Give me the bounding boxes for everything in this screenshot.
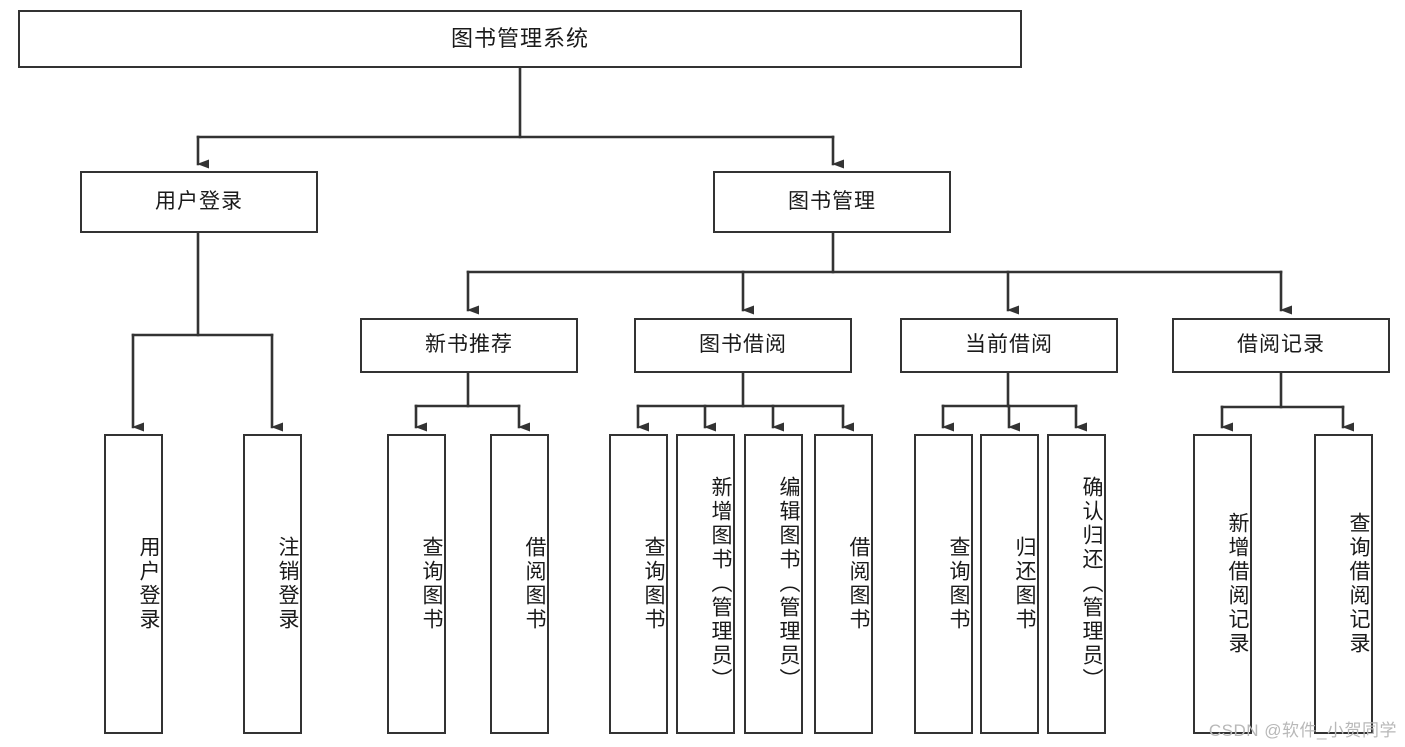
node-label: 查询借阅记录 xyxy=(1347,512,1370,656)
node-leaf-user-login[interactable]: 用户登录 xyxy=(104,434,163,734)
node-label: 用户登录 xyxy=(137,536,160,632)
node-label: 查询图书 xyxy=(420,536,443,632)
node-book-borrow[interactable]: 图书借阅 xyxy=(634,318,852,373)
node-root-system[interactable]: 图书管理系统 xyxy=(18,10,1022,68)
node-label: 用户登录 xyxy=(155,189,243,213)
node-label: 图书管理系统 xyxy=(450,26,589,52)
node-leaf-confirm-return-admin[interactable]: 确认归还（管理员） xyxy=(1047,434,1106,734)
node-leaf-query-book-current[interactable]: 查询图书 xyxy=(914,434,973,734)
node-label: 当前借阅 xyxy=(965,333,1053,357)
node-label: 编辑图书（管理员） xyxy=(777,476,800,692)
node-leaf-edit-book-admin[interactable]: 编辑图书（管理员） xyxy=(744,434,803,734)
node-borrow-records[interactable]: 借阅记录 xyxy=(1172,318,1390,373)
node-leaf-query-book-new[interactable]: 查询图书 xyxy=(387,434,446,734)
node-book-management[interactable]: 图书管理 xyxy=(713,171,951,233)
node-label: 借阅记录 xyxy=(1237,333,1325,357)
node-leaf-add-borrow-record[interactable]: 新增借阅记录 xyxy=(1193,434,1252,734)
node-leaf-logout[interactable]: 注销登录 xyxy=(243,434,302,734)
node-current-borrow[interactable]: 当前借阅 xyxy=(900,318,1118,373)
node-leaf-query-book-borrow[interactable]: 查询图书 xyxy=(609,434,668,734)
node-label: 图书管理 xyxy=(788,189,876,213)
node-user-login[interactable]: 用户登录 xyxy=(80,171,318,233)
csdn-watermark: CSDN @软件_小贺同学 xyxy=(1208,721,1397,740)
node-leaf-return-book[interactable]: 归还图书 xyxy=(980,434,1039,734)
node-leaf-add-book-admin[interactable]: 新增图书（管理员） xyxy=(676,434,735,734)
node-label: 归还图书 xyxy=(1013,536,1036,632)
node-leaf-query-borrow-record[interactable]: 查询借阅记录 xyxy=(1314,434,1373,734)
node-leaf-borrow-book-new[interactable]: 借阅图书 xyxy=(490,434,549,734)
node-label: 确认归还（管理员） xyxy=(1080,476,1103,692)
node-label: 新增图书（管理员） xyxy=(709,476,732,692)
node-label: 新书推荐 xyxy=(425,333,513,357)
node-label: 注销登录 xyxy=(276,536,299,632)
node-label: 借阅图书 xyxy=(847,536,870,632)
node-label: 查询图书 xyxy=(947,536,970,632)
node-label: 图书借阅 xyxy=(699,333,787,357)
node-label: 借阅图书 xyxy=(523,536,546,632)
node-label: 查询图书 xyxy=(642,536,665,632)
node-new-book-recommend[interactable]: 新书推荐 xyxy=(360,318,578,373)
node-leaf-lend-book[interactable]: 借阅图书 xyxy=(814,434,873,734)
node-label: 新增借阅记录 xyxy=(1226,512,1249,656)
